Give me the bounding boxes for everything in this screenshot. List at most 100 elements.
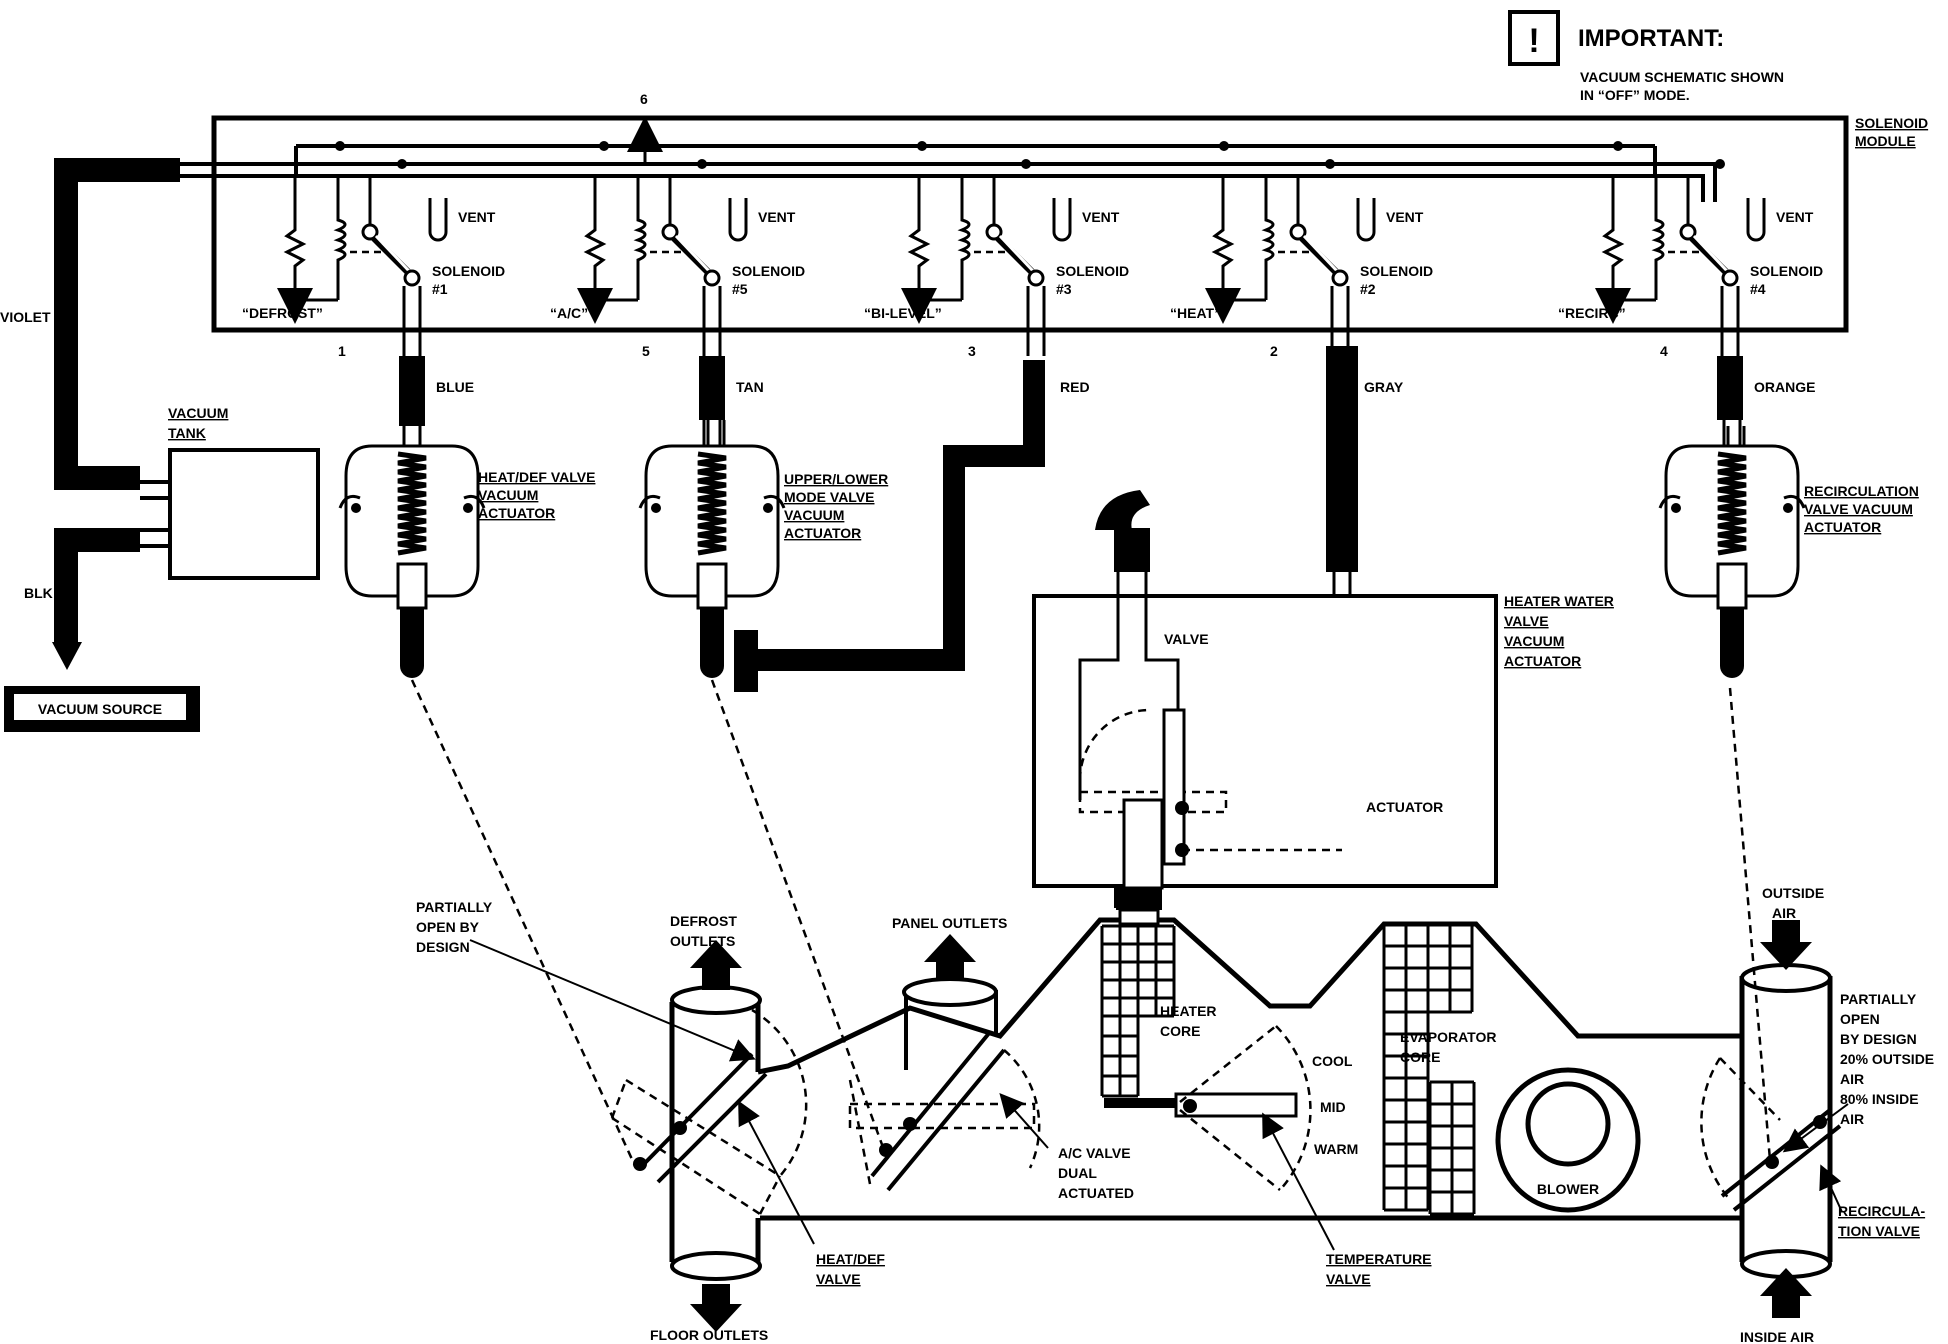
air-distribution-box: BLOWER — [410, 679, 1934, 1344]
actuator-diaphragm — [638, 494, 786, 509]
evaporator-core-1: EVAPORATOR — [1400, 1029, 1496, 1045]
inside-air: INSIDE AIR — [1740, 1329, 1814, 1344]
vent-tube — [1746, 198, 1766, 242]
vacuum-tank: VACUUM TANK — [140, 405, 320, 580]
upper-lower-actuator — [638, 406, 786, 678]
ac-valve-2: DUAL — [1058, 1165, 1097, 1181]
manifold-tap — [917, 141, 927, 151]
recirc-valve-1: RECIRCULA- — [1838, 1203, 1925, 1219]
outlet-tube — [402, 286, 422, 356]
solenoid-module-label-2: MODULE — [1855, 133, 1916, 149]
port-label: 3 — [968, 343, 976, 359]
hose-stem — [706, 420, 726, 446]
vacuum-supply: VIOLET BLK VACUUM SOURCE VACUUM TANK — [0, 158, 320, 732]
outlet-tube — [1026, 286, 1046, 356]
port-label: 5 — [642, 343, 650, 359]
heat-def-valve-door — [610, 1008, 808, 1216]
temp-valve-1: TEMPERATURE — [1326, 1251, 1432, 1267]
panel-arrow — [924, 934, 976, 980]
hose-label: GRAY — [1364, 379, 1404, 395]
actuator-stem — [1722, 406, 1742, 446]
recirc-actuator-3: ACTUATOR — [1804, 519, 1881, 535]
recirc-actuator-1: RECIRCULATION — [1804, 483, 1919, 499]
actuator-diaphragm — [1658, 494, 1806, 509]
actuator-mount — [351, 503, 361, 513]
leader-ac — [999, 1093, 1049, 1149]
partially-open-3: DESIGN — [416, 939, 470, 955]
coil-symbol — [633, 176, 647, 300]
outside-air-1: OUTSIDE — [1762, 885, 1824, 901]
vent-tube — [428, 198, 448, 242]
valve-lever-inner — [674, 234, 712, 274]
valve-lever — [1299, 235, 1339, 275]
heater-water-label-1: HEATER WATER — [1504, 593, 1614, 609]
hose-label: ORANGE — [1754, 379, 1815, 395]
port-label: 2 — [1270, 343, 1278, 359]
heat-def-valve-1: HEAT/DEF — [816, 1251, 885, 1267]
vent-tube — [1052, 198, 1072, 242]
upper-lower-actuator-4: ACTUATOR — [784, 525, 861, 541]
airbox-outline — [757, 917, 1744, 1221]
upper-lower-linkage — [710, 679, 886, 1151]
valve-outlet-pivot — [1721, 269, 1739, 287]
vent-tube — [728, 198, 748, 242]
hose-stem — [1726, 426, 1746, 446]
heater-water-label-2: VALVE — [1504, 613, 1549, 629]
actuator-mount — [1671, 503, 1681, 513]
actuator-mount — [463, 503, 473, 513]
valve-lever — [995, 235, 1035, 275]
actuator-rod-collar — [696, 562, 728, 610]
floor-arrow — [690, 1284, 742, 1332]
outlet-tube — [1330, 286, 1350, 356]
actuator-spring — [697, 451, 727, 556]
outlet-tube — [1720, 286, 1740, 356]
heater-core — [1100, 924, 1176, 1098]
heat-def-actuator — [338, 406, 486, 678]
resistor-symbol — [1211, 176, 1235, 300]
recirc-linkage — [1728, 687, 1772, 1161]
vent-tube — [1356, 198, 1376, 242]
outlet-tube — [702, 286, 722, 356]
heat-def-linkage — [410, 679, 638, 1169]
important-notice: ! IMPORTANT: VACUUM SCHEMATIC SHOWN IN “… — [1508, 10, 1784, 103]
valve-outlet-pivot — [403, 269, 421, 287]
leader-partially-open — [469, 939, 756, 1062]
recirc-valve-door — [1700, 1057, 1842, 1212]
ac-valve-door — [848, 1030, 1041, 1192]
notice-title: IMPORTANT: — [1578, 25, 1724, 52]
notice-line1: VACUUM SCHEMATIC SHOWN — [1580, 69, 1784, 85]
valve-lever-inner — [998, 234, 1036, 274]
recirc-actuator-2: VALVE VACUUM — [1804, 501, 1913, 517]
manifold-tap — [697, 159, 707, 169]
vacuum-tank-label-2: TANK — [168, 425, 206, 441]
valve-lever — [371, 235, 411, 275]
port-label: 1 — [338, 343, 346, 359]
recirc-partial-2: OPEN — [1840, 1011, 1880, 1027]
valve-lever — [1689, 235, 1729, 275]
solenoid-mode-label: “DEFROST” — [242, 305, 323, 321]
recirc-valve-2: TION VALVE — [1838, 1223, 1920, 1239]
temp-valve-2: VALVE — [1326, 1271, 1371, 1287]
heater-core-1: HEATER — [1160, 1003, 1217, 1019]
vacuum-source-arrow — [52, 642, 82, 670]
hoses — [734, 360, 1045, 692]
vent-label: VENT — [458, 209, 496, 225]
recirc-partial-5: AIR — [1840, 1071, 1864, 1087]
hose-stem — [402, 426, 422, 446]
valve-pivot — [1289, 223, 1307, 241]
valve-pivot — [1679, 223, 1697, 241]
warm-label: WARM — [1314, 1141, 1358, 1157]
actuator-mount — [651, 503, 661, 513]
red-hose-routing — [746, 360, 1045, 671]
evaporator-core-2: CORE — [1400, 1049, 1440, 1065]
svg-text:!: ! — [1528, 22, 1539, 60]
manifold-tap — [397, 159, 407, 169]
actuator-spring — [1717, 451, 1747, 556]
notice-line2: IN “OFF” MODE. — [1580, 87, 1690, 103]
solenoid-number: #5 — [732, 281, 748, 297]
solenoid-number: #2 — [1360, 281, 1376, 297]
actuator-diaphragm — [338, 494, 486, 509]
valve-lever-inner — [1692, 234, 1730, 274]
